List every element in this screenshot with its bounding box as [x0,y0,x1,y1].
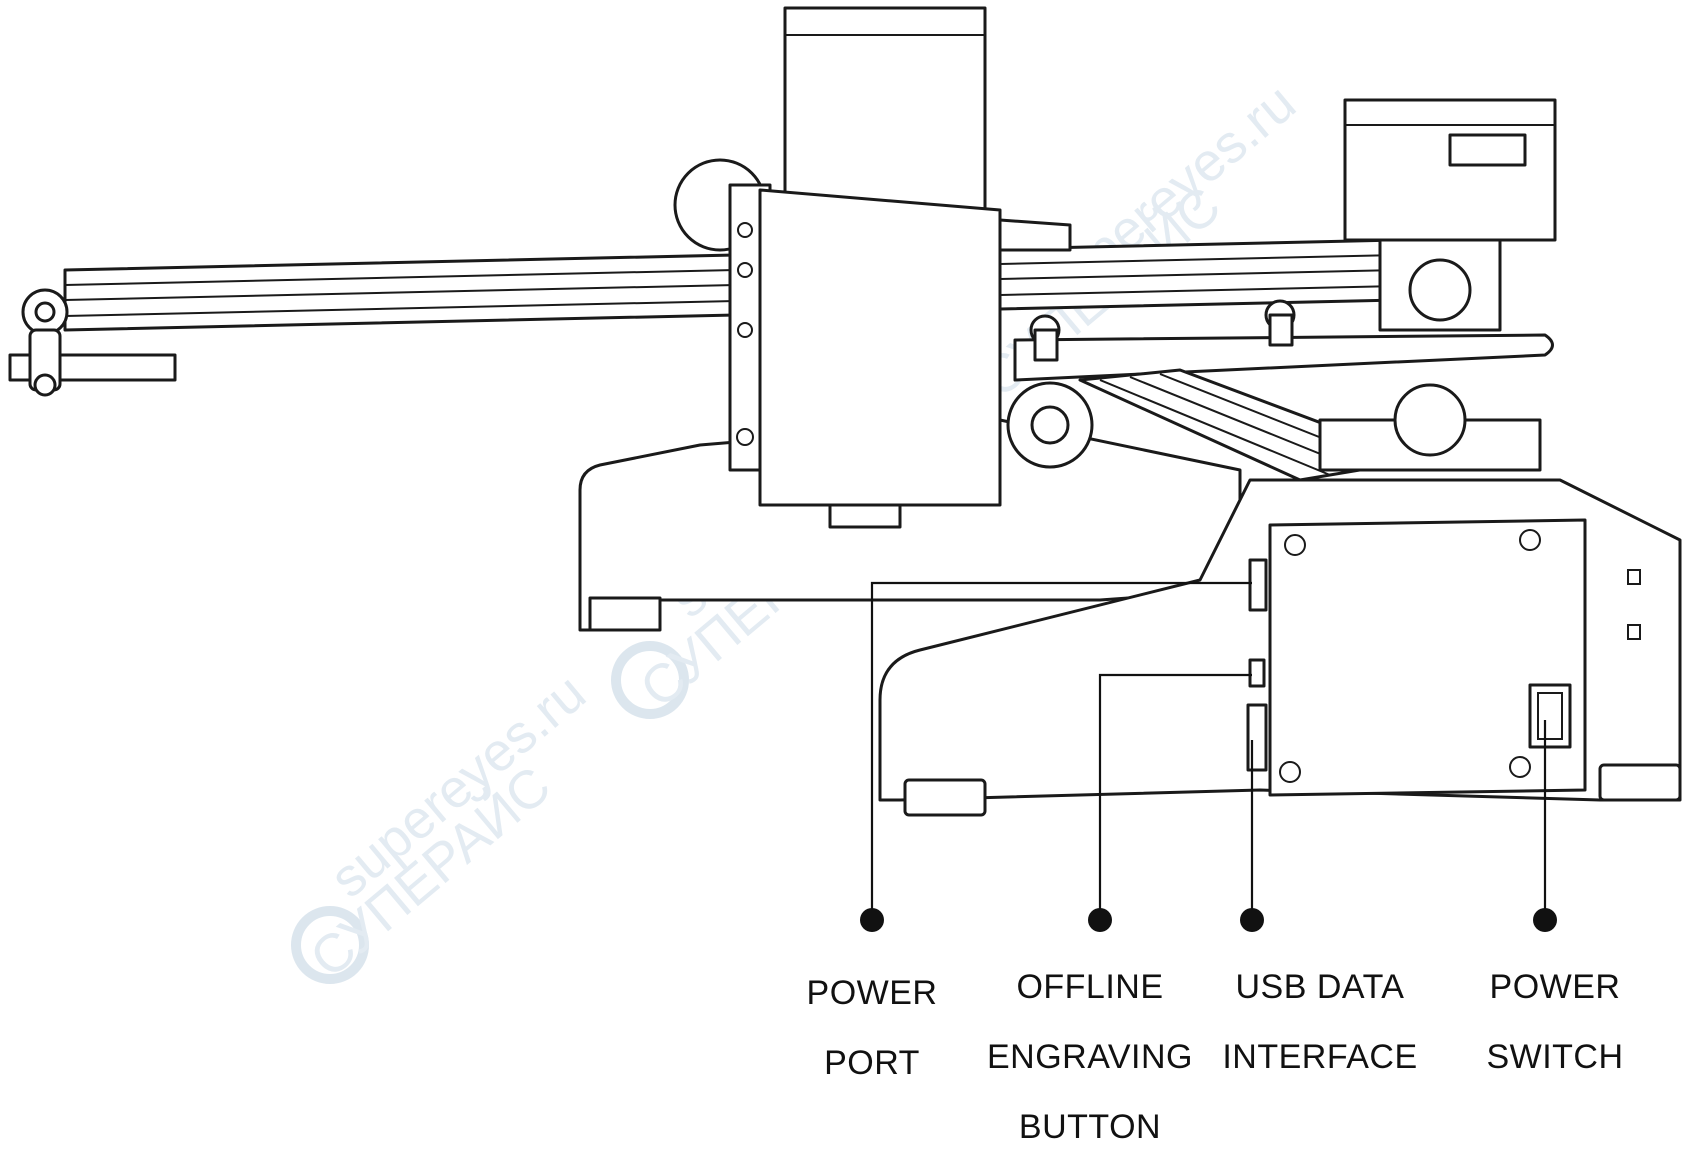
laser-head [673,6,1072,529]
callout-leaders [860,581,1557,932]
callout-dot-usb [1240,908,1264,932]
label-power-switch-line1: POWER [1489,968,1621,1006]
label-power-port-line1: POWER [806,974,938,1012]
y-axis-rail [1006,299,1542,482]
label-power-port: POWER PORT [772,958,972,1098]
control-box [878,478,1682,817]
label-power-port-line2: PORT [824,1044,920,1082]
label-offline-line2: ENGRAVING [986,1038,1193,1076]
power-switch-rocker [1528,683,1572,749]
label-power-switch-line2: SWITCH [1486,1038,1624,1076]
callout-dot-offline-button [1088,908,1112,932]
label-offline-line3: BUTTON [1018,1108,1162,1146]
label-usb-data-interface: USB DATA INTERFACE [1205,952,1435,1092]
callout-dot-power-port [860,908,884,932]
label-usb-line2: INTERFACE [1222,1038,1418,1076]
y-stepper-motor [1013,98,1557,382]
callout-dot-power-switch [1533,908,1557,932]
label-usb-line1: USB DATA [1235,968,1405,1006]
label-offline-engraving-button: OFFLINE ENGRAVING BUTTON [960,952,1220,1162]
label-power-switch: POWER SWITCH [1455,952,1655,1092]
label-offline-line1: OFFLINE [1016,968,1164,1006]
